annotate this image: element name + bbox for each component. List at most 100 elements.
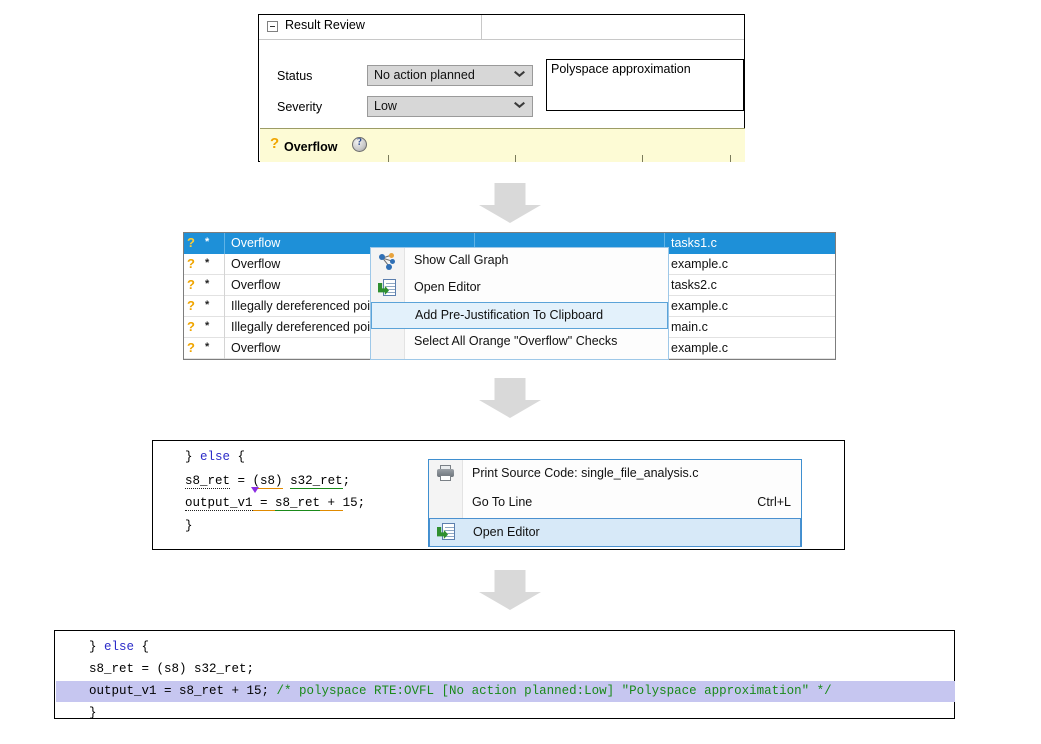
- menu-item-show-call-graph[interactable]: Show Call Graph: [371, 248, 668, 275]
- check-name-cell: Overflow: [231, 236, 281, 250]
- code-token-cast: (s8): [252, 474, 283, 489]
- file-name-cell: example.c: [671, 299, 728, 313]
- orange-question-marker: ?: [187, 298, 195, 313]
- polyspace-annotation-comment: /* polyspace RTE:OVFL [No action planned…: [276, 684, 832, 698]
- code-line-3: output_v1 = s8_ret + 15;: [185, 496, 366, 511]
- code-line-4: }: [185, 519, 193, 533]
- orange-question-marker: ?: [187, 340, 195, 355]
- highlighted-line: [56, 681, 955, 702]
- comment-textarea[interactable]: Polyspace approximation: [546, 59, 744, 111]
- code-token-s8ret: s8_ret: [185, 474, 231, 489]
- final-code-line-4: }: [89, 706, 97, 720]
- code-token: }: [185, 519, 193, 533]
- menu-item-add-pre-justification-to-clipboard[interactable]: Add Pre-Justification To Clipboard: [371, 302, 668, 329]
- collapse-minus-icon[interactable]: [267, 21, 278, 32]
- orange-check-marker-icon: [251, 487, 259, 493]
- check-name-cell: Overflow: [231, 278, 281, 292]
- code-token-s32ret: s32_ret: [290, 474, 343, 489]
- comment-value: Polyspace approximation: [551, 62, 691, 76]
- file-name-cell: tasks1.c: [671, 236, 717, 250]
- menu-item-label: Go To Line: [472, 495, 533, 509]
- column-separator: [224, 296, 225, 317]
- help-glyph: ?: [357, 137, 362, 148]
- code-token: {: [230, 450, 246, 464]
- menu-item-go-to-line[interactable]: Go To Line Ctrl+L: [429, 489, 801, 518]
- code-line-1: } else {: [185, 450, 245, 464]
- orange-question-marker: ?: [187, 256, 195, 271]
- code-line-2: s8_ret = (s8) s32_ret;: [185, 474, 351, 489]
- menu-item-label: Open Editor: [473, 525, 540, 539]
- severity-label: Severity: [277, 100, 323, 114]
- code-token: ;: [342, 474, 351, 488]
- code-token-plus: +: [320, 496, 343, 511]
- source-context-menu: Print Source Code: single_file_analysis.…: [428, 459, 802, 547]
- menu-item-accelerator: Ctrl+L: [757, 495, 791, 509]
- column-separator: [664, 233, 665, 254]
- status-label: Status: [277, 69, 313, 83]
- check-name-cell: Illegally dereferenced pointer: [231, 299, 392, 313]
- row-star-marker: *: [205, 236, 210, 248]
- check-name-cell: Overflow: [231, 257, 281, 271]
- result-review-header: Result Review: [259, 15, 744, 40]
- row-star-marker: *: [205, 299, 210, 311]
- keyword-else: else: [200, 450, 231, 464]
- file-name-cell: tasks2.c: [671, 278, 717, 292]
- column-separator: [224, 275, 225, 296]
- header-divider: [481, 15, 482, 40]
- open-editor-icon: [378, 279, 397, 298]
- menu-item-open-editor[interactable]: Open Editor: [371, 275, 668, 302]
- column-separator: [224, 233, 225, 254]
- column-separator: [224, 254, 225, 275]
- menu-item-label: Open Editor: [414, 280, 481, 294]
- result-review-title: Result Review: [285, 18, 365, 32]
- chevron-down-icon: [515, 103, 524, 112]
- column-separator: [474, 233, 475, 254]
- row-star-marker: *: [205, 341, 210, 353]
- column-separator: [224, 338, 225, 359]
- file-name-cell: example.c: [671, 341, 728, 355]
- code-statement: output_v1 = s8_ret + 15;: [89, 684, 277, 698]
- call-graph-icon: [379, 253, 396, 270]
- code-token: {: [134, 640, 150, 654]
- final-code-line-3: output_v1 = s8_ret + 15; /* polyspace RT…: [89, 684, 832, 698]
- column-separator: [224, 317, 225, 338]
- menu-item-select-all-orange-overflow-checks[interactable]: Select All Orange "Overflow" Checks: [371, 329, 668, 356]
- orange-question-marker: ?: [187, 319, 195, 334]
- menu-item-label: Print Source Code: single_file_analysis.…: [472, 466, 699, 480]
- flow-arrow-down-icon: [479, 183, 541, 223]
- chevron-down-icon: [515, 72, 524, 81]
- flow-arrow-down-icon: [479, 378, 541, 418]
- code-token: =: [230, 474, 253, 488]
- severity-value: Low: [374, 99, 397, 113]
- check-name-cell: Illegally dereferenced pointer: [231, 320, 392, 334]
- keyword-else: else: [104, 640, 135, 654]
- orange-question-marker: ?: [187, 277, 195, 292]
- menu-item-open-editor[interactable]: Open Editor: [429, 518, 801, 547]
- code-token-assign: =: [252, 496, 276, 511]
- code-token-outputv1: output_v1: [185, 496, 253, 511]
- row-star-marker: *: [205, 278, 210, 290]
- status-value: No action planned: [374, 68, 475, 82]
- check-name-cell: Overflow: [231, 341, 281, 355]
- code-token-s8ret: s8_ret: [275, 496, 321, 511]
- menu-item-print-source-code-single-file-analysis-c[interactable]: Print Source Code: single_file_analysis.…: [429, 460, 801, 489]
- severity-dropdown[interactable]: Low: [367, 96, 533, 117]
- file-name-cell: example.c: [671, 257, 728, 271]
- row-star-marker: *: [205, 257, 210, 269]
- help-icon[interactable]: ?: [352, 137, 367, 152]
- file-name-cell: main.c: [671, 320, 708, 334]
- orange-question-marker: ?: [187, 235, 195, 250]
- code-token: }: [185, 450, 201, 464]
- table-row[interactable]: ? * Illegally dereferenced pointer example.…: [184, 296, 835, 317]
- status-dropdown[interactable]: No action planned: [367, 65, 533, 86]
- open-editor-icon: [437, 523, 456, 542]
- code-token: 15;: [342, 496, 366, 510]
- annotated-code-panel: } else { s8_ret = (s8) s32_ret; output_v…: [54, 630, 955, 720]
- code-token: }: [89, 640, 105, 654]
- check-header-bar: ? Overflow ?: [260, 128, 745, 162]
- menu-item-label: Add Pre-Justification To Clipboard: [415, 308, 604, 322]
- menu-item-label: Select All Orange "Overflow" Checks: [414, 334, 618, 348]
- final-code-line-1: } else {: [89, 640, 149, 654]
- final-code-line-2: s8_ret = (s8) s32_ret;: [89, 662, 255, 676]
